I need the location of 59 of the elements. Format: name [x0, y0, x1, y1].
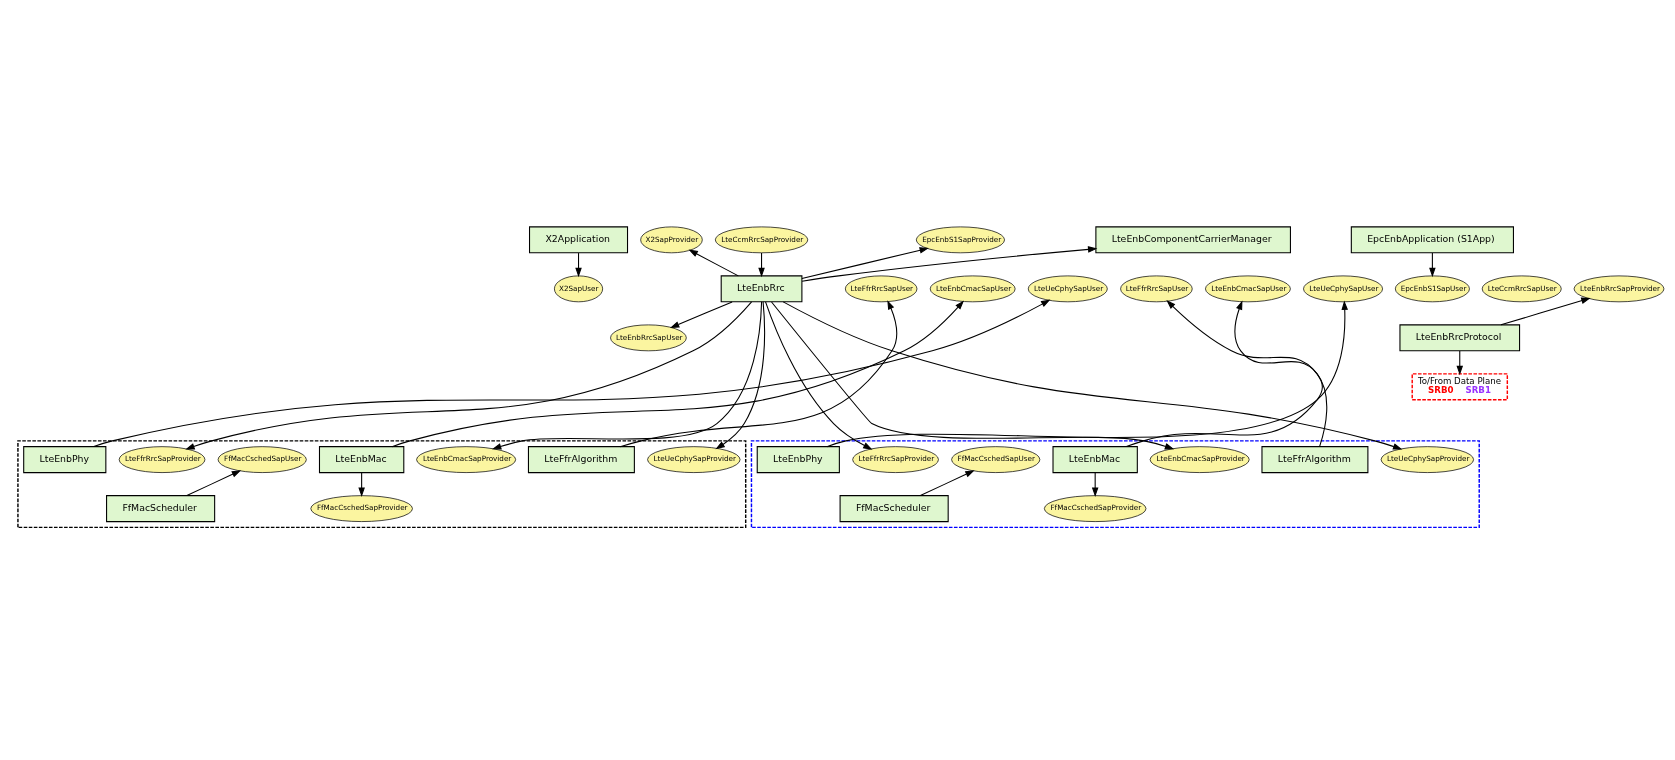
- arrow: [92, 299, 1050, 448]
- node-ellipse: LteCcmRrcSapUser: [1481, 275, 1562, 303]
- node-ellipse: LteEnbRrcSapUser: [609, 324, 687, 352]
- node-ellipse: LteEnbCmacSapUser: [929, 275, 1015, 303]
- node-ellipse: LteCcmRrcSapProvider: [714, 226, 808, 254]
- node-ellipse: LteEnbCmacSapProvider: [415, 446, 516, 473]
- node-box: LteEnbRrcProtocol: [1398, 324, 1520, 352]
- arrow: [1165, 300, 1327, 447]
- node-box: LteEnbComponentCarrierManager: [1094, 226, 1291, 254]
- arrow: [669, 301, 733, 329]
- node-ellipse: FfMacCschedSapProvider: [1043, 495, 1146, 522]
- node-ellipse: LteFfrRrcSapProvider: [118, 446, 205, 473]
- node-box: LteEnbMac: [1051, 446, 1138, 474]
- node-ellipse: LteUeCphySapProvider: [646, 446, 740, 473]
- arrow: [800, 247, 929, 280]
- node-ellipse: FfMacCschedSapProvider: [309, 495, 413, 522]
- arrow: [825, 300, 1348, 448]
- node-box: LteFfrAlgorithm: [1260, 446, 1368, 474]
- node-box: X2Application: [528, 226, 628, 254]
- node-ellipse: X2SapProvider: [639, 226, 703, 254]
- arrow: [390, 300, 964, 448]
- node-ellipse: LteUeCphySapUser: [1027, 275, 1108, 303]
- node-ellipse: LteFfrRrcSapProvider: [851, 446, 939, 473]
- arrow: [574, 252, 582, 278]
- node-box: LteEnbMac: [318, 446, 404, 474]
- arrow: [184, 301, 752, 450]
- arrow: [491, 301, 762, 450]
- node-box: LteEnbPhy: [756, 446, 840, 474]
- arrow: [714, 301, 765, 450]
- node-ellipse: FfMacCschedSapUser: [950, 446, 1040, 473]
- node-box: EpcEnbApplication (S1App): [1350, 226, 1514, 254]
- arrow: [919, 470, 975, 497]
- node-box: LteEnbPhy: [22, 446, 106, 474]
- node-ellipse: FfMacCschedSapUser: [217, 446, 307, 473]
- node-ellipse: LteUeCphySapUser: [1302, 275, 1383, 303]
- arrow: [764, 301, 873, 450]
- node-ellipse: LteUeCphySapProvider: [1380, 446, 1474, 473]
- node-box: LteEnbRrc: [720, 275, 802, 303]
- node-ellipse: EpcEnbS1SapUser: [1394, 275, 1470, 303]
- arrow: [770, 301, 1174, 450]
- node-ellipse: X2SapUser: [553, 275, 603, 303]
- node-box: FfMacScheduler: [839, 495, 949, 523]
- node-ellipse: LteEnbCmacSapUser: [1204, 275, 1291, 303]
- arrow: [185, 470, 241, 497]
- arrow: [688, 249, 739, 277]
- node-ellipse: LteFfrRrcSapUser: [844, 275, 917, 303]
- node-box: To/From Data Plane SRB0 SRB1: [1411, 373, 1508, 401]
- arrow: [1455, 350, 1463, 376]
- arrow: [801, 246, 1097, 282]
- arrow: [619, 300, 897, 448]
- arrow: [1125, 300, 1323, 448]
- node-box: LteFfrAlgorithm: [527, 446, 635, 474]
- arrow: [1428, 252, 1436, 278]
- arrow: [782, 301, 1402, 450]
- arrow: [1499, 297, 1591, 326]
- node-box: FfMacScheduler: [105, 495, 215, 523]
- node-ellipse: LteEnbCmacSapProvider: [1149, 446, 1250, 473]
- node-ellipse: LteFfrRrcSapUser: [1119, 275, 1193, 303]
- arrow: [757, 252, 765, 278]
